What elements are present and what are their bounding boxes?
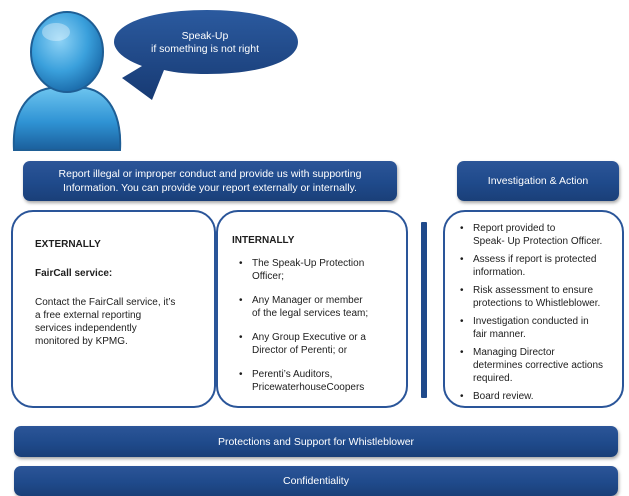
- list-item-line: Any Manager or member: [252, 295, 363, 306]
- list-item: • Assess if report is protected informat…: [453, 253, 622, 279]
- list-item: • Risk assessment to ensure protections …: [453, 284, 622, 310]
- list-item-line: determines corrective actions: [473, 360, 604, 371]
- list-item: • Any Group Executive or a Director of P…: [232, 331, 406, 357]
- externally-card: EXTERNALLY FairCall service: Contact the…: [11, 210, 216, 408]
- bullet-dot: •: [239, 295, 243, 306]
- list-item-line: fair manner.: [473, 329, 526, 340]
- person-icon: [12, 11, 122, 151]
- report-banner-line-1: Report illegal or improper conduct and p…: [58, 168, 362, 180]
- list-item-line: The Speak-Up Protection: [252, 258, 365, 269]
- externally-line: Contact the FairCall service, it’s: [35, 297, 176, 308]
- list-item-line: PricewaterhouseCoopers: [252, 382, 365, 393]
- list-item: • Report provided to Speak- Up Protectio…: [453, 222, 622, 248]
- confidentiality-banner: Confidentiality: [14, 466, 618, 496]
- divider-bar: [421, 222, 427, 398]
- bullet-dot: •: [460, 285, 464, 296]
- bubble-line-2: if something is not right: [151, 43, 259, 55]
- list-item-line: Assess if report is protected: [473, 254, 597, 265]
- bullet-dot: •: [460, 223, 464, 234]
- protections-banner: Protections and Support for Whistleblowe…: [14, 426, 618, 457]
- list-item-line: Investigation conducted in: [473, 316, 589, 327]
- bullet-dot: •: [239, 332, 243, 343]
- actions-list: • Report provided to Speak- Up Protectio…: [453, 222, 622, 403]
- list-item-line: Managing Director: [473, 347, 555, 358]
- actions-card: • Report provided to Speak- Up Protectio…: [443, 210, 624, 408]
- bullet-dot: •: [460, 254, 464, 265]
- externally-line: a free external reporting: [35, 310, 142, 321]
- bubble-text: Speak-Up if something is not right: [130, 30, 280, 56]
- report-banner: Report illegal or improper conduct and p…: [23, 161, 397, 201]
- list-item-line: Speak- Up Protection Officer.: [473, 236, 603, 247]
- list-item-line: information.: [473, 267, 526, 278]
- internally-heading: INTERNALLY: [232, 235, 295, 246]
- externally-heading: EXTERNALLY: [35, 239, 101, 250]
- externally-line: services independently: [35, 323, 137, 334]
- externally-body: Contact the FairCall service, it’s a fre…: [35, 296, 214, 348]
- bullet-dot: •: [239, 258, 243, 269]
- bullet-dot: •: [239, 369, 243, 380]
- bullet-dot: •: [460, 347, 464, 358]
- list-item: • Perenti’s Auditors, PricewaterhouseCoo…: [232, 368, 406, 394]
- list-item: • The Speak-Up Protection Officer;: [232, 257, 406, 283]
- externally-line: monitored by KPMG.: [35, 336, 128, 347]
- list-item-line: Any Group Executive or a: [252, 332, 366, 343]
- list-item: • Any Manager or member of the legal ser…: [232, 294, 406, 320]
- list-item-line: Board review.: [473, 391, 534, 402]
- bullet-dot: •: [460, 316, 464, 327]
- list-item: • Managing Director determines correctiv…: [453, 346, 622, 385]
- internally-list: • The Speak-Up Protection Officer; • Any…: [232, 257, 406, 394]
- internally-card: INTERNALLY • The Speak-Up Protection Off…: [216, 210, 408, 408]
- investigation-banner-label: Investigation & Action: [487, 175, 589, 187]
- list-item-line: Report provided to: [473, 223, 556, 234]
- list-item: • Board review.: [453, 390, 622, 403]
- list-item-line: protections to Whistleblower.: [473, 298, 601, 309]
- confidentiality-banner-label: Confidentiality: [283, 475, 349, 487]
- list-item-line: Director of Perenti; or: [252, 345, 348, 356]
- bubble-line-1: Speak-Up: [181, 30, 229, 42]
- list-item-line: required.: [473, 373, 513, 384]
- speech-bubble: [114, 10, 298, 100]
- report-banner-line-2: Information. You can provide your report…: [63, 182, 357, 194]
- list-item-line: Risk assessment to ensure: [473, 285, 594, 296]
- faircall-heading: FairCall service:: [35, 268, 113, 279]
- protections-banner-label: Protections and Support for Whistleblowe…: [217, 435, 415, 448]
- list-item-line: Officer;: [252, 271, 285, 282]
- investigation-banner: Investigation & Action: [457, 161, 619, 201]
- list-item-line: of the legal services team;: [252, 308, 369, 319]
- list-item: • Investigation conducted in fair manner…: [453, 315, 622, 341]
- list-item-line: Perenti’s Auditors,: [252, 369, 333, 380]
- bullet-dot: •: [460, 391, 464, 402]
